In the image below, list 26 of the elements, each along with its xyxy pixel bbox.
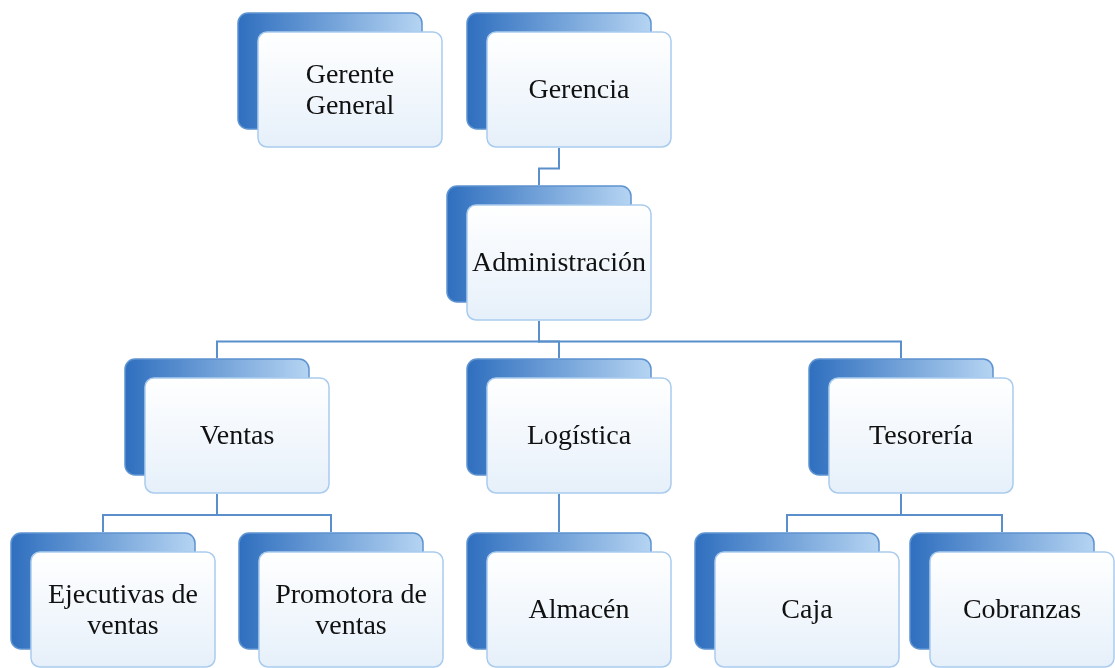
org-box bbox=[694, 532, 900, 668]
box-label: Tesorería bbox=[869, 420, 973, 451]
box-label: Promotora de ventas bbox=[274, 578, 428, 641]
box-label: Ejecutivas de ventas bbox=[46, 578, 200, 641]
box-label: Almacén bbox=[528, 594, 630, 625]
org-box bbox=[808, 358, 1014, 495]
org-box bbox=[466, 12, 672, 149]
box-label: Gerente General bbox=[304, 58, 396, 121]
connector-line bbox=[538, 147, 560, 186]
connector-line bbox=[558, 493, 560, 533]
connector-line bbox=[900, 493, 1003, 533]
org-box bbox=[909, 532, 1115, 668]
connector-line bbox=[216, 493, 332, 533]
box-label: Ventas bbox=[199, 420, 275, 451]
org-box bbox=[238, 532, 444, 668]
box-label: Cobranzas bbox=[962, 594, 1082, 625]
box-label: Administración bbox=[471, 247, 647, 278]
org-box bbox=[124, 358, 330, 495]
box-label: Gerencia bbox=[528, 74, 630, 105]
org-box bbox=[466, 358, 672, 495]
org-box bbox=[237, 12, 443, 149]
box-label: Caja bbox=[781, 594, 833, 625]
org-box bbox=[466, 532, 672, 668]
org-box bbox=[446, 185, 652, 322]
box-label: Logística bbox=[526, 420, 632, 451]
org-box bbox=[10, 532, 216, 668]
